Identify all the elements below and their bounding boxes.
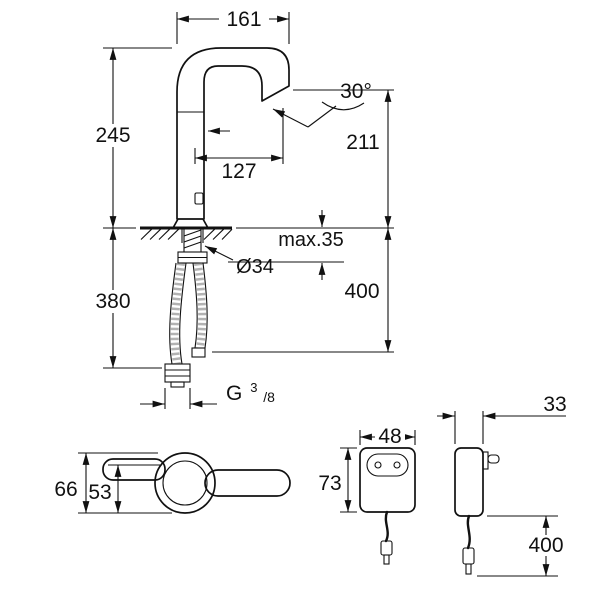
adapter-side-connector [462,547,475,565]
power-adapter-side-dimensions: 33 400 [437,393,567,577]
thread-label-denominator: /8 [263,389,275,405]
mounting-deck [140,226,233,243]
adapter-front-connector-tip [383,554,390,565]
dim-max-deck-thickness: max.35 [228,210,344,280]
dim-label-bg [342,280,382,302]
handle-dimensions: 66 53 [54,452,172,514]
handle-top-view [102,452,291,514]
dim-spout-reach: 127 [194,108,284,183]
adapter-pin-hole-left [374,461,382,469]
dim-label-hole-diameter: Ø34 [236,256,274,278]
sensor-window [194,192,204,205]
dim-label-bg [375,426,405,445]
power-adapter-front-dimensions: 48 73 [318,425,416,513]
faucet-front-view [140,47,290,388]
dim-spout-reach-ext [194,108,284,164]
lever-outline [204,469,291,497]
flexible-hose-right [191,262,208,358]
thread-annotation: G 3 /8 [140,374,275,409]
hose-left-braid [170,262,185,365]
hose-right-outline [192,262,208,349]
thread-ext-lines [164,388,191,409]
dim-label-handle-partial: 53 [88,481,111,504]
hose-left-fitting-lines [165,369,190,377]
dim-hose-length-left: 380 [94,228,162,369]
adapter-side-body [454,447,484,517]
dim-outlet-height-ext [236,89,394,229]
dim-label-bg [343,131,383,153]
adapter-front-body [359,447,416,513]
hose-right-connector [191,347,206,358]
dim-label-bg [94,124,132,147]
dim-label-max-thickness: max.35 [278,229,344,251]
dim-label-handle-overall: 66 [54,478,77,501]
dim-hole-leader [204,245,234,261]
dim-total-height: 245 [94,47,172,229]
dim-label-bg [527,535,566,556]
hose-left-fitting-stub [170,381,185,388]
thread-label-numerator: 3 [250,380,257,395]
dim-lower-right: 400 [212,228,394,353]
faucet-dimensions: 161 245 380 211 400 [94,8,394,409]
adapter-side-cable [466,514,471,550]
flexible-hose-left [164,262,191,388]
shank-thread-hatch [183,229,202,249]
dim-label-spout-reach: 127 [221,160,256,183]
deck-hatch-right [203,228,233,240]
power-adapter-front-view [359,447,416,565]
adapter-pin-hole-right [393,461,401,469]
angle-leader-1 [307,105,337,128]
hose-left-fitting [164,363,191,383]
base-inner-circle [162,460,208,506]
hose-right-braid [194,262,207,349]
thread-label: G 3 /8 [226,374,275,405]
deck-hatch-left [140,228,180,240]
adapter-side-connector-tip [465,563,472,575]
dim-label-adapter-width: 48 [378,425,401,448]
angle-arc [321,101,365,111]
dim-label-hose-left: 380 [95,290,130,313]
dim-label-spout-angle: 30° [340,80,372,103]
mounting-shank [177,228,208,264]
dim-label-bg [219,8,269,29]
angle-leader-2 [272,108,309,128]
deck-hole-edges [181,228,204,243]
dim-outlet-height: 211 [236,89,394,229]
adapter-socket-face [366,453,409,477]
angle-annotation: 30° [208,80,372,135]
hose-left-outline [169,262,187,365]
dim-adapter-depth-ext [454,411,484,444]
base-outer-circle [154,452,216,514]
adapter-front-connector [380,540,393,556]
dim-label-lower-right: 400 [344,280,379,303]
power-adapter-side-view [454,447,500,575]
adapter-front-cable [384,510,389,543]
thread-label-g: G [226,382,242,405]
spout-top-outline [102,458,166,481]
dim-label-total-height: 245 [95,124,130,147]
dim-label-top-width: 161 [226,8,261,31]
shank-sides [183,228,202,252]
dim-label-cable-length: 400 [528,534,563,557]
dim-hole-diameter: Ø34 [204,245,274,278]
dim-label-outlet-height: 211 [346,131,379,154]
adapter-plug-pin [487,454,500,464]
dim-top-width: 161 [176,8,290,44]
dim-label-bg [94,290,132,313]
dim-label-adapter-height: 73 [318,472,341,495]
faucet-outline [176,47,290,220]
dim-label-adapter-depth: 33 [543,393,566,416]
